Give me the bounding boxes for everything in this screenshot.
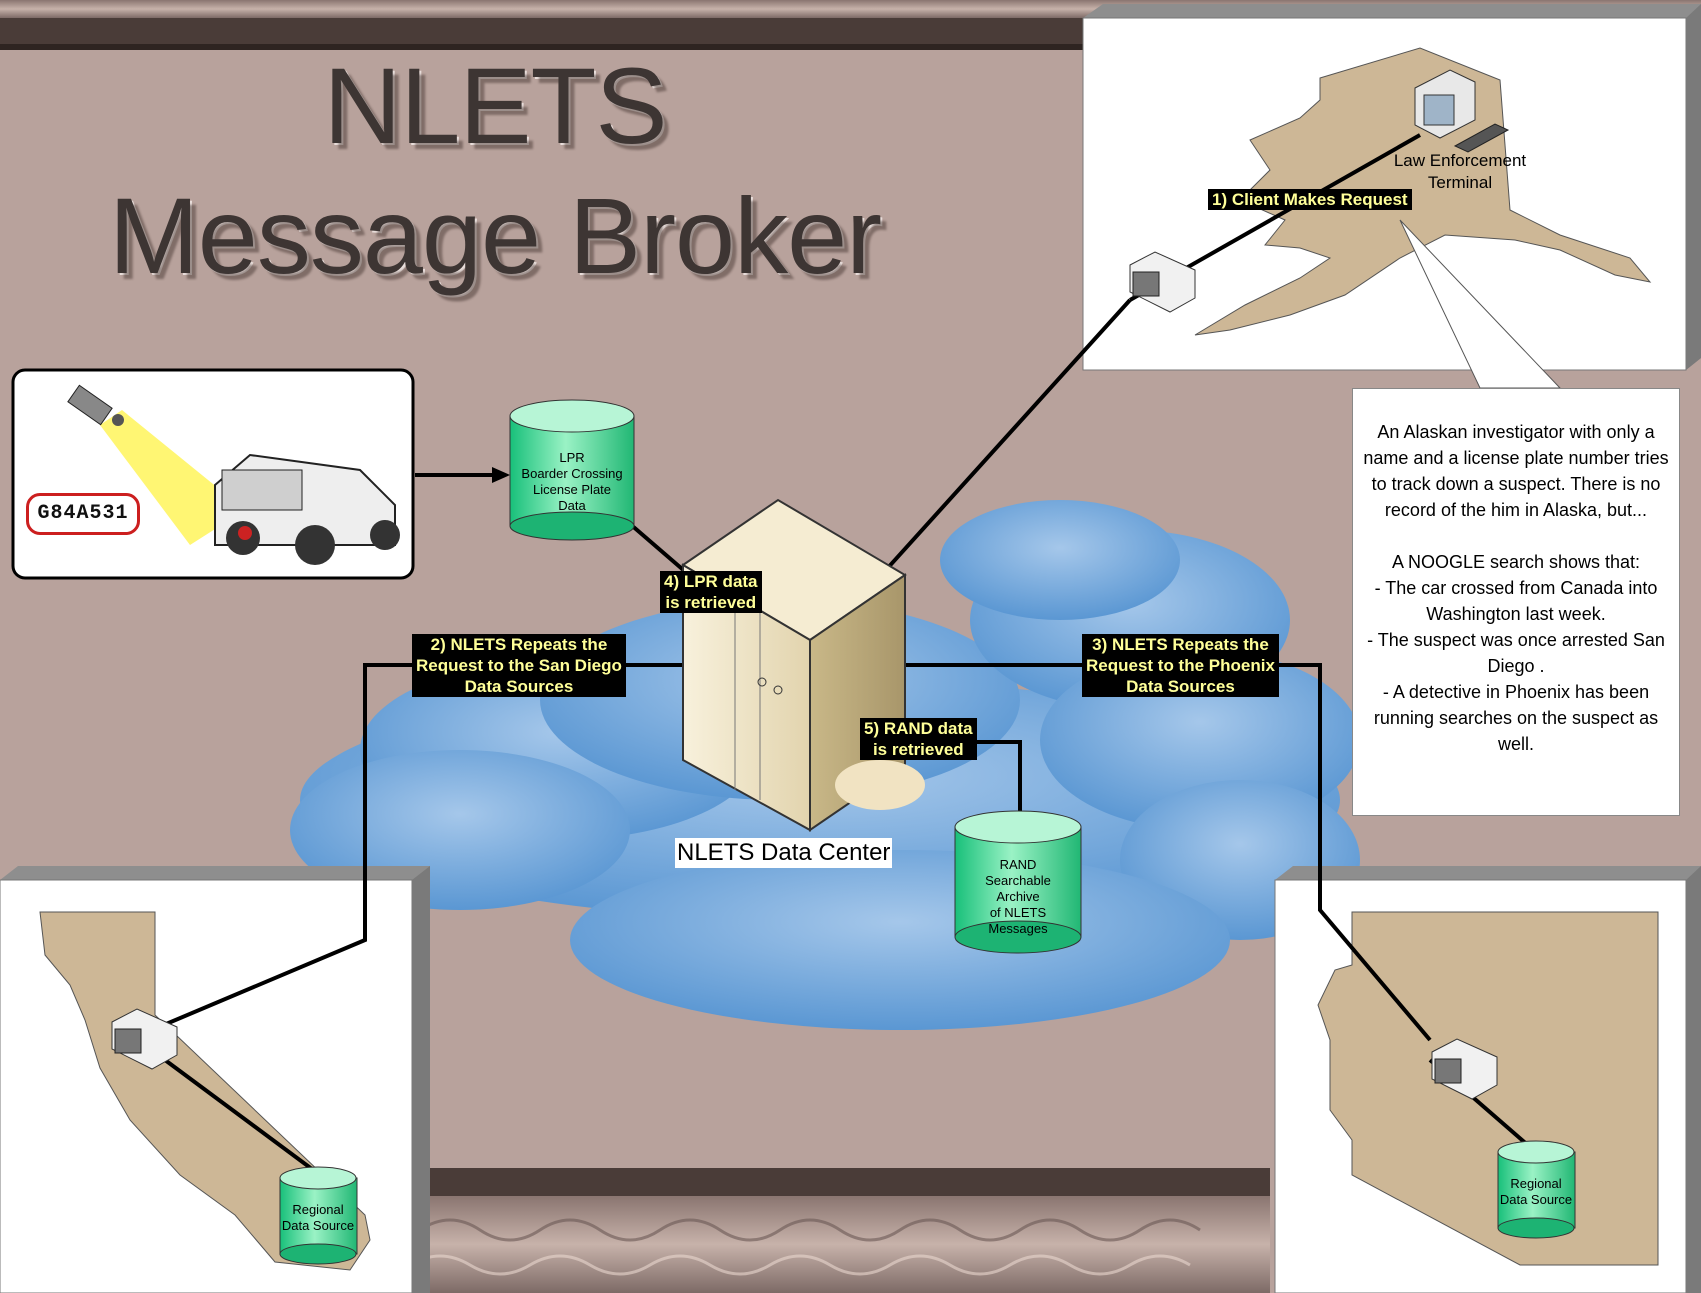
title-line-1: NLETS [323, 45, 667, 166]
server-icon-alaska [1129, 251, 1196, 313]
alaska-map [1194, 47, 1652, 336]
arrow-head [492, 467, 510, 483]
data-center-server-icon [681, 498, 925, 832]
regional-database-icon-left [279, 1166, 358, 1265]
title-line-2: Message Broker [108, 175, 882, 296]
server-icon-california [111, 1008, 178, 1070]
server-icon-arizona [1431, 1038, 1498, 1100]
scenario-note: An Alaskan investigator with only a name… [1352, 388, 1680, 816]
lpr-camera-scene [11, 368, 415, 580]
note-line-3: - The suspect was once arrested San Dieg… [1367, 630, 1665, 676]
truck-icon [214, 453, 400, 565]
note-line-4: - A detective in Phoenix has been runnin… [1373, 682, 1659, 754]
license-plate: G84A531 [26, 493, 140, 535]
camera-icon [67, 384, 124, 426]
regional-database-icon-right [1497, 1140, 1576, 1239]
lpr-database-icon [509, 399, 635, 541]
rand-database-icon [954, 810, 1082, 954]
terminal-label: Law Enforcement Terminal [1393, 151, 1527, 192]
note-paragraph-1: An Alaskan investigator with only a name… [1363, 422, 1669, 520]
stone-band-bottom [400, 1168, 1270, 1293]
data-center-label: NLETS Data Center [675, 838, 893, 868]
terminal-computer-icon [1414, 69, 1510, 153]
step-1-label: 1) Client Makes Request [1208, 189, 1412, 210]
note-line-2: - The car crossed from Canada into Washi… [1374, 578, 1658, 624]
note-line-1: A NOOGLE search shows that: [1391, 552, 1641, 572]
